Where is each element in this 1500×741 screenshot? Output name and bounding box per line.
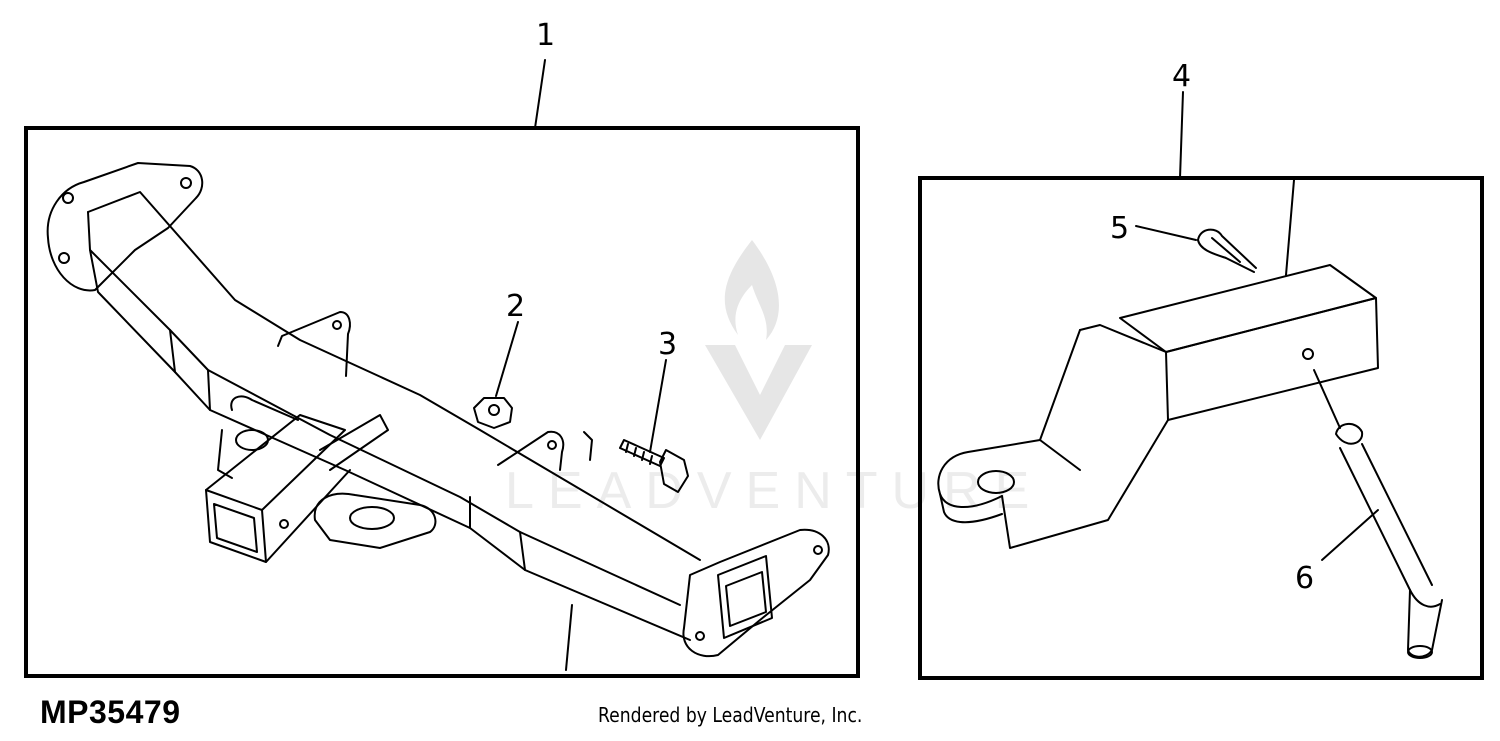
callout-3: 3 (658, 327, 677, 362)
callout-2: 2 (506, 289, 525, 324)
callout-6: 6 (1295, 561, 1314, 596)
hitch-receiver (46, 162, 830, 658)
flange-nut (473, 397, 513, 429)
figure-id: MP35479 (40, 694, 181, 730)
callout-labels: 1 2 3 4 5 6 (506, 18, 1314, 596)
callout-1: 1 (536, 18, 555, 53)
callout-5: 5 (1110, 211, 1129, 246)
cap-screw (583, 431, 689, 493)
leadventure-flame-logo (724, 240, 779, 340)
watermark-text: LEADVENTURE (505, 462, 1043, 520)
drawbar (937, 264, 1379, 549)
leader-lines (495, 59, 1379, 671)
drawbar-frame (918, 176, 1484, 680)
receiver-frame (24, 126, 860, 678)
hair-pin-clip (1197, 228, 1257, 273)
credit-text: Rendered by LeadVenture, Inc. (598, 703, 863, 727)
watermark: LEADVENTURE (505, 240, 1043, 520)
callout-4: 4 (1172, 59, 1191, 94)
hitch-pin (1313, 369, 1443, 659)
